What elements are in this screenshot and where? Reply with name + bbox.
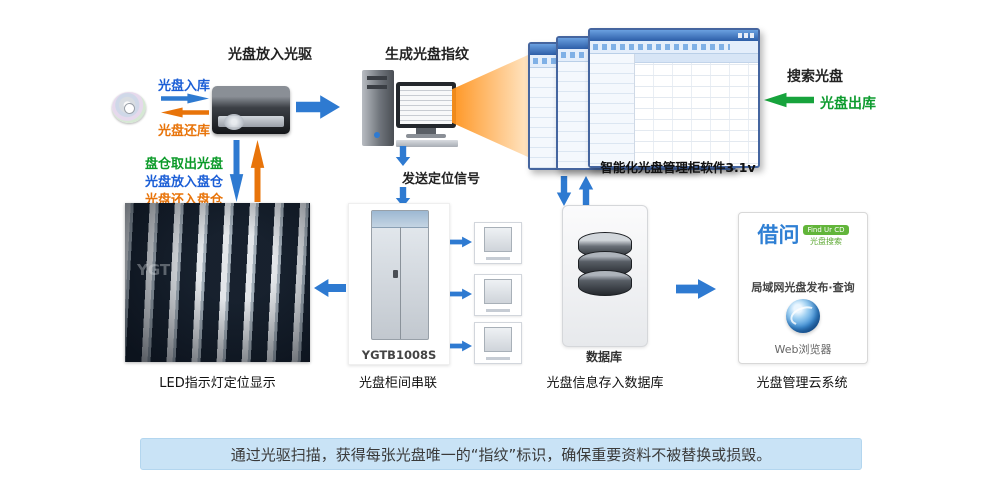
cabinet-model-label: YGTB1008S <box>361 348 437 362</box>
window-table <box>634 54 759 166</box>
disc-return-label: 光盘还库 <box>158 124 211 139</box>
disc-return-arrow <box>161 107 209 118</box>
monitor-screen <box>400 86 452 124</box>
cabinet-photo: YGTB1008S <box>348 203 450 365</box>
window-sidebar <box>590 54 635 166</box>
software-window-front <box>588 28 760 168</box>
summary-banner-text: 通过光驱扫描，获得每张光盘唯一的“指纹”标识，确保重要资料不被替换或损毁。 <box>230 445 772 464</box>
database-disc <box>578 270 632 296</box>
cloud-brand-row: 借问 Find Ur CD 光盘搜索 <box>739 225 867 247</box>
cloud-caption: 光盘管理云系统 <box>756 376 848 391</box>
cabinet-image <box>371 210 429 340</box>
computer-tower <box>362 70 394 146</box>
bin-up-arrow <box>250 140 265 202</box>
cd-disc-icon <box>112 92 146 123</box>
database-label: 数据库 <box>585 350 622 364</box>
bin-down-arrow <box>229 140 244 202</box>
bin-take-out-label: 盘仓取出光盘 <box>145 157 224 172</box>
keyboard <box>396 140 458 147</box>
disc-out-label: 光盘出库 <box>820 96 876 112</box>
disc-in-arrow <box>161 93 209 104</box>
disc-in-label: 光盘入库 <box>158 79 211 94</box>
photo-watermark: YGT <box>137 261 171 279</box>
search-disc-label: 搜索光盘 <box>787 69 843 85</box>
mini-cabinet-arrow-2 <box>450 288 472 300</box>
bin-put-in-label: 光盘放入盘仓 <box>145 175 224 190</box>
monitor-base <box>406 134 446 138</box>
cloud-badge: Find Ur CD <box>803 225 849 235</box>
drive-to-computer-arrow <box>296 95 340 119</box>
cloud-brand: 借问 <box>757 223 800 247</box>
search-arrow <box>764 92 814 108</box>
cabinet-caption: 光盘柜间串联 <box>358 376 437 391</box>
window-body <box>590 54 759 166</box>
cloud-badge-column: Find Ur CD 光盘搜索 <box>803 225 849 247</box>
cloud-service-card: 借问 Find Ur CD 光盘搜索 局域网光盘发布·查询 Web浏览器 <box>738 212 868 364</box>
cloud-badge-subtitle: 光盘搜索 <box>809 237 842 246</box>
mini-cabinet-arrow-1 <box>450 236 472 248</box>
summary-banner: 通过光驱扫描，获得每张光盘唯一的“指纹”标识，确保重要资料不被替换或损毁。 <box>140 438 862 470</box>
cabinet-to-led-arrow <box>314 279 346 297</box>
lan-publish-label: 局域网光盘发布·查询 <box>751 281 855 294</box>
window-toolbar <box>590 41 758 54</box>
photo-vignette <box>125 203 310 362</box>
mini-cabinet-3 <box>474 322 522 364</box>
led-display-photo: YGT <box>125 203 310 362</box>
db-to-cloud-arrow <box>676 279 716 299</box>
cabinet-lock <box>393 270 398 278</box>
fingerprint-step-title: 生成光盘指纹 <box>385 47 469 63</box>
led-caption: LED指示灯定位显示 <box>159 376 276 391</box>
db-sync-up-arrow <box>578 176 594 206</box>
database-panel <box>562 205 648 347</box>
monitor-stand <box>416 128 436 134</box>
database-icon <box>578 232 632 296</box>
signal-arrow-top <box>395 146 411 166</box>
web-globe-icon <box>786 299 820 333</box>
send-signal-label: 发送定位信号 <box>402 172 481 187</box>
web-browser-label: Web浏览器 <box>774 343 832 356</box>
drive-step-title: 光盘放入光驱 <box>228 47 312 63</box>
window-titlebar <box>590 30 758 41</box>
mini-cabinet-1 <box>474 222 522 264</box>
database-caption: 光盘信息存入数据库 <box>546 376 664 391</box>
computer-monitor <box>396 82 456 128</box>
optical-drive-image <box>212 86 290 134</box>
db-sync-down-arrow <box>556 176 572 206</box>
software-title-label: 智能化光盘管理柜软件3.1v <box>600 160 756 175</box>
mini-cabinet-arrow-3 <box>450 340 472 352</box>
mini-cabinet-2 <box>474 274 522 316</box>
